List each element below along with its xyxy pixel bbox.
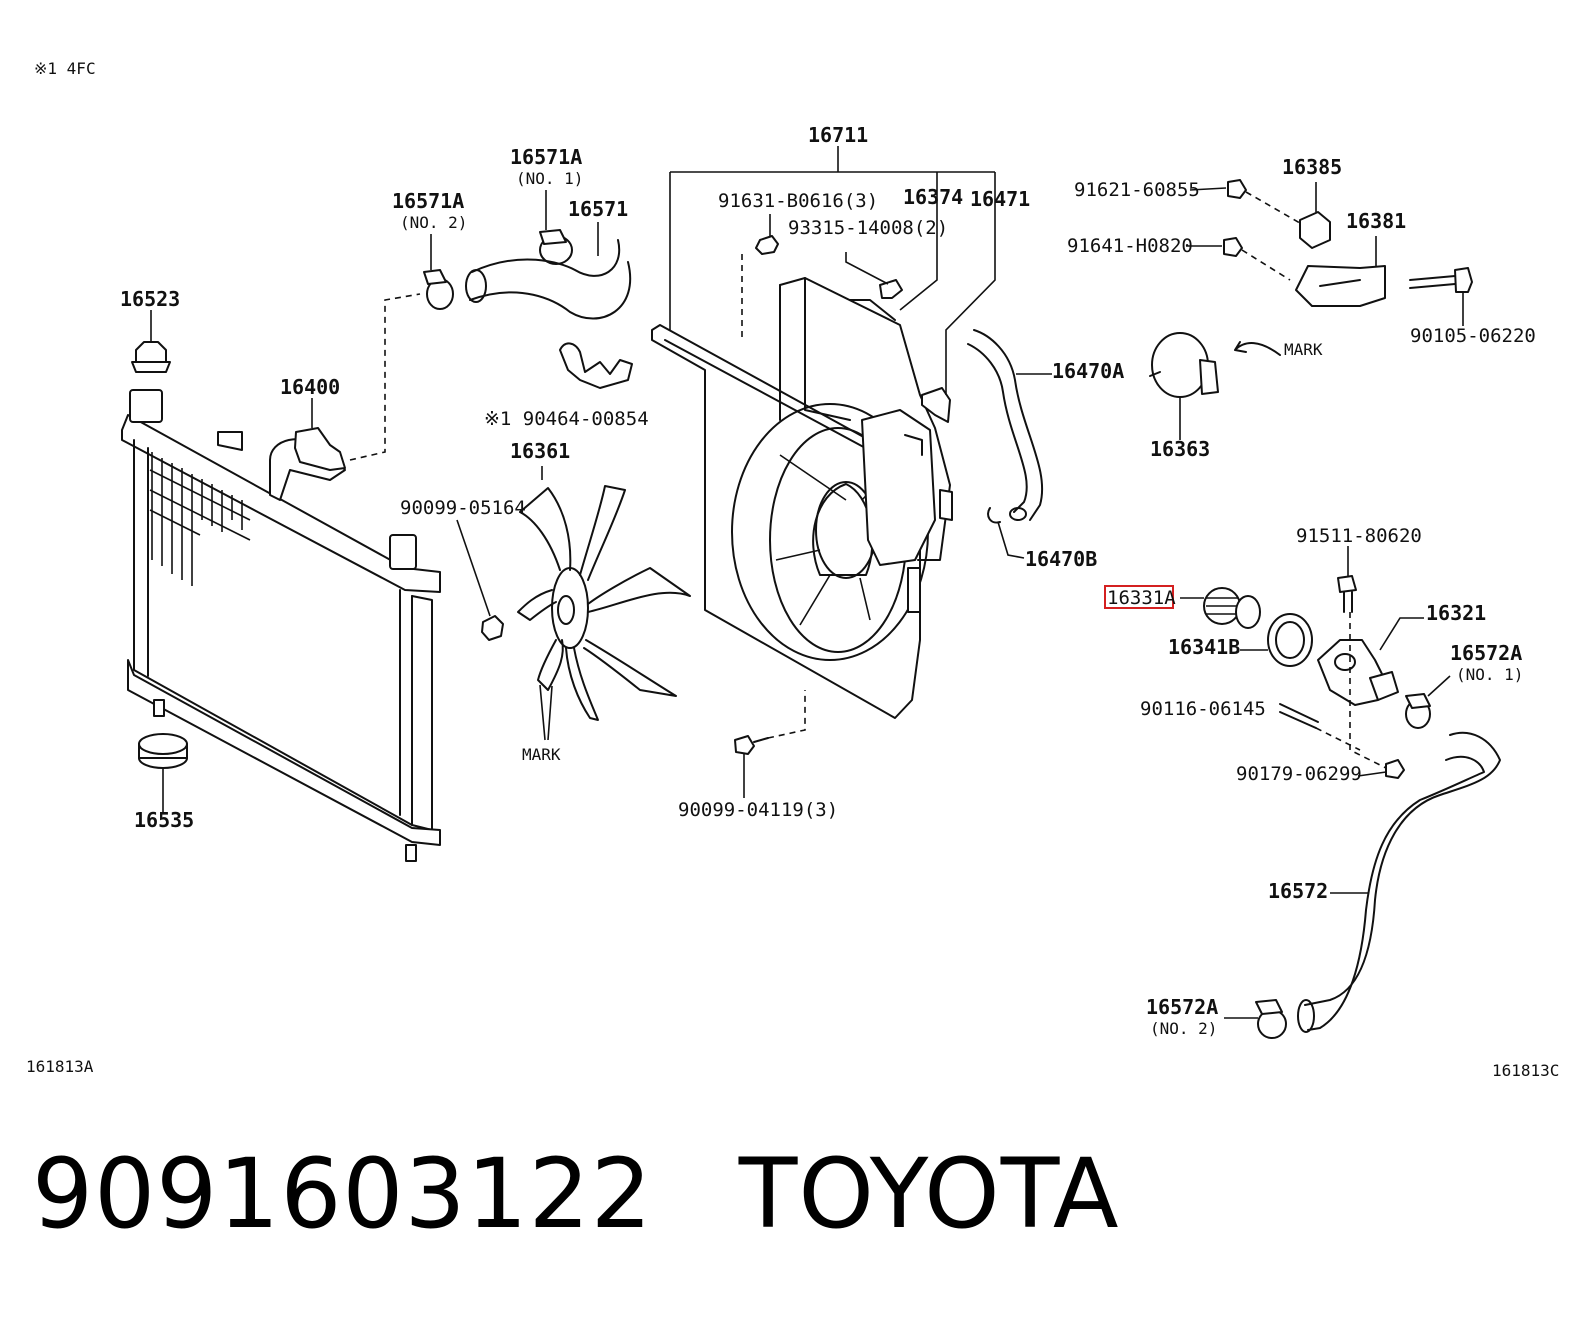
shroud-bolts-drawing <box>734 214 903 798</box>
label-16535: 16535 <box>134 808 194 832</box>
radiator-cap-drawing <box>294 398 346 471</box>
label-91511-80620: 91511-80620 <box>1296 525 1422 547</box>
label-16572: 16572 <box>1268 879 1328 903</box>
label-16363: 16363 <box>1150 437 1210 461</box>
label-16400: 16400 <box>280 375 340 399</box>
label-16572a-no2-sub: (NO. 2) <box>1150 1019 1217 1038</box>
diagram-note: ※1 4FC <box>34 59 96 78</box>
label-16572a-no1-sub: (NO. 1) <box>1456 665 1523 684</box>
label-16471: 16471 <box>970 187 1030 211</box>
label-90105-06220: 90105-06220 <box>1410 325 1536 347</box>
label-90116-06145: 90116-06145 <box>1140 698 1266 720</box>
label-16381: 16381 <box>1346 209 1406 233</box>
reference-code-left: 161813A <box>26 1057 94 1076</box>
label-16331a: 16331A <box>1107 587 1176 609</box>
drain-plug-16523-drawing <box>131 310 171 373</box>
label-16341b: 16341B <box>1168 635 1240 659</box>
sensor-bracket-drawing <box>1149 179 1473 440</box>
label-mark-fan: MARK <box>522 745 561 764</box>
label-16571a-no1: 16571A <box>510 145 582 169</box>
label-90099-05164: 90099-05164 <box>400 497 526 519</box>
radiator-hose-lower-drawing <box>1224 731 1501 1039</box>
label-90099-04119: 90099-04119(3) <box>678 799 838 821</box>
label-16572a-no2: 16572A <box>1146 995 1218 1019</box>
label-90179-06299: 90179-06299 <box>1236 763 1362 785</box>
label-16321: 16321 <box>1426 601 1486 625</box>
label-mark-sensor: MARK <box>1284 340 1323 359</box>
radiator-cushion-drawing <box>138 733 188 812</box>
label-16470a: 16470A <box>1052 359 1124 383</box>
reservoir-hose-drawing <box>967 329 1052 559</box>
clip-90464-drawing <box>559 342 633 389</box>
label-16711: 16711 <box>808 123 868 147</box>
label-16470b: 16470B <box>1025 547 1097 571</box>
part-number: 9091603122 <box>32 1138 653 1250</box>
label-90464-00854: ※1 90464-00854 <box>484 408 649 430</box>
radiator-drawing <box>121 389 441 862</box>
label-91621-60855: 91621-60855 <box>1074 179 1200 201</box>
highlight-box-16331a <box>1104 585 1174 609</box>
label-93315-14008: 93315-14008(2) <box>788 217 948 239</box>
fan-shroud-drawing <box>651 277 953 719</box>
thermostat-drawing <box>1180 546 1451 779</box>
reference-code-right: 161813C <box>1492 1061 1559 1080</box>
radiator-hose-upper-drawing <box>465 222 631 320</box>
label-16571a-no2-sub: (NO. 2) <box>400 213 467 232</box>
label-91641-h0820: 91641-H0820 <box>1067 235 1193 257</box>
label-16571a-no2: 16571A <box>392 189 464 213</box>
label-16385: 16385 <box>1282 155 1342 179</box>
brand-name: TOYOTA <box>738 1138 1120 1250</box>
label-16523: 16523 <box>120 287 180 311</box>
label-91631-b0616: 91631-B0616(3) <box>718 190 878 212</box>
label-16361: 16361 <box>510 439 570 463</box>
label-16374: 16374 <box>903 185 963 209</box>
hose-clamp-drawings <box>423 190 573 310</box>
leader-16711 <box>669 146 996 395</box>
nut-90099-05164-drawing <box>456 519 504 641</box>
cooling-fan-drawing <box>517 466 691 741</box>
label-16571a-no1-sub: (NO. 1) <box>516 169 583 188</box>
label-16572a-no1: 16572A <box>1450 641 1522 665</box>
label-16571: 16571 <box>568 197 628 221</box>
part-title: 9091603122 TOYOTA <box>32 1138 1120 1250</box>
